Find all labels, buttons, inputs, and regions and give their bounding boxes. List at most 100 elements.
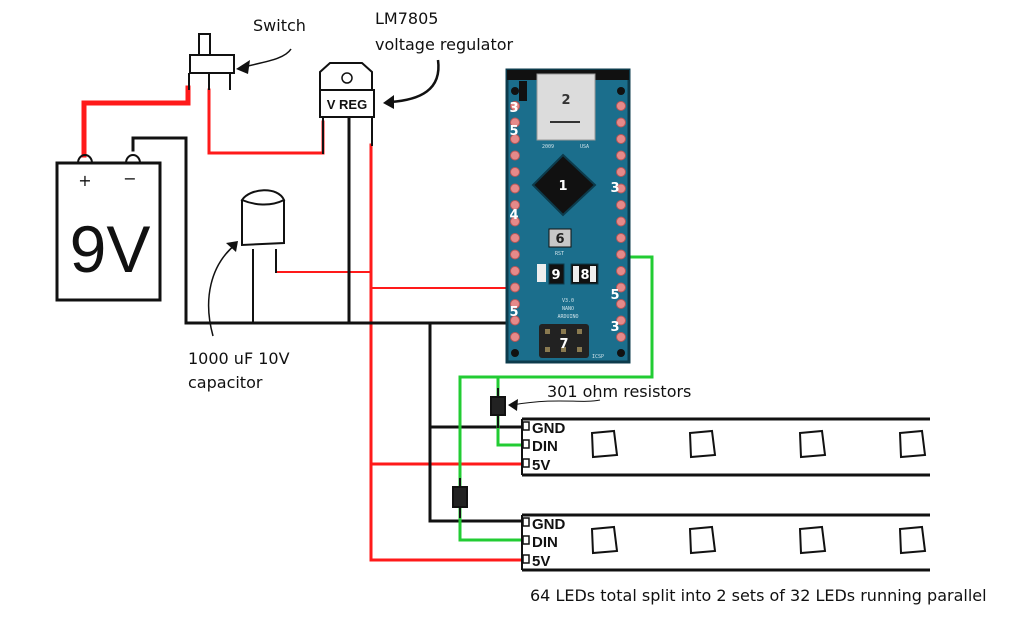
- header-pin: [616, 233, 626, 243]
- footer-label: 64 LEDs total split into 2 sets of 32 LE…: [530, 586, 987, 605]
- capacitor: 1000 uF 10V capacitor: [188, 189, 290, 392]
- regulator-label-2: voltage regulator: [375, 35, 514, 54]
- led: [688, 429, 717, 459]
- strip-pin-label: GND: [532, 420, 566, 437]
- rst-label: RST: [555, 251, 564, 257]
- strip-pin-label: GND: [532, 516, 566, 533]
- header-pin: [616, 117, 626, 128]
- battery-minus-label: −: [123, 169, 136, 188]
- data-wire-strip2: [458, 255, 654, 542]
- header-pin: [510, 183, 520, 194]
- right-callout-5: 5: [610, 288, 619, 303]
- header-pin: [616, 315, 626, 326]
- header-pin: [616, 216, 626, 227]
- usb-text-left: 2009: [542, 144, 554, 150]
- icsp-callout: 7: [559, 337, 568, 352]
- switch: Switch: [188, 16, 306, 90]
- capacitor-arrow: [207, 243, 237, 337]
- icsp-label: ICSP: [592, 354, 604, 360]
- header-pin: [510, 282, 520, 293]
- arduino-name-3: ARDUINO: [557, 314, 578, 320]
- led: [798, 525, 827, 555]
- strip-pad: [522, 517, 530, 527]
- strip-pad: [522, 554, 530, 564]
- strip-pin-label: 5V: [532, 457, 550, 474]
- led: [688, 525, 717, 555]
- reset-button: [548, 228, 572, 248]
- left-callout-4: 4: [509, 208, 518, 223]
- switch-lever: [198, 33, 211, 57]
- header-pin: [510, 134, 520, 144]
- resistor-2: [452, 478, 468, 518]
- strip-pad: [522, 458, 530, 468]
- usb-text-right: USA: [580, 144, 589, 150]
- header-pin: [510, 249, 520, 260]
- regulator-body-label: V REG: [327, 97, 367, 112]
- battery-ground-wire: [131, 136, 514, 325]
- leds-callout: 8: [580, 268, 589, 283]
- header-pin: [510, 200, 520, 210]
- header-pin: [616, 167, 626, 177]
- ground-to-strip2-wire: [428, 321, 524, 523]
- strip-pad: [522, 421, 530, 431]
- left-callout-5a: 5: [509, 124, 518, 139]
- usb-connector: [536, 73, 596, 141]
- resistor-label: 301 ohm resistors: [547, 382, 691, 401]
- strip-pin-label: DIN: [532, 438, 558, 455]
- battery-negative-terminal: [125, 154, 141, 164]
- header-pin: [510, 315, 520, 326]
- reset-callout: 6: [555, 232, 564, 247]
- header-pin: [510, 167, 520, 177]
- positive-wires: [81, 85, 524, 562]
- arduino-name-1: V3.0: [562, 298, 574, 304]
- header-pin: [616, 150, 626, 161]
- resistor-1: [490, 388, 506, 428]
- strip-pad: [522, 535, 530, 545]
- header-pin: [510, 233, 520, 243]
- header-pin: [510, 117, 520, 128]
- header-pin: [616, 183, 626, 194]
- arduino-nano: 2 2009 USA 1 6 RST 9 8 V3.0 NANO ARDUINO…: [505, 68, 631, 364]
- header-pin: [510, 266, 520, 276]
- right-callout-3a: 3: [610, 181, 619, 196]
- voltage-regulator: V REG LM7805 voltage regulator: [319, 9, 514, 118]
- arduino-name-2: NANO: [562, 306, 574, 312]
- battery-9v: + − 9V: [55, 154, 162, 302]
- battery-to-switch-wire: [81, 85, 191, 158]
- ground-wires: [131, 115, 524, 523]
- switch-label: Switch: [253, 16, 306, 35]
- header-pin: [616, 249, 626, 260]
- header-pin: [616, 282, 626, 293]
- regulator-arrow: [389, 59, 440, 104]
- capacitor-label-2: capacitor: [188, 373, 263, 392]
- left-callout-3: 3: [509, 101, 518, 116]
- left-callout-5b: 5: [509, 305, 518, 320]
- microcontroller-chip: [531, 153, 597, 217]
- usb-callout: 2: [561, 93, 570, 108]
- led: [590, 429, 619, 459]
- header-pin: [616, 299, 626, 309]
- switch-body: [189, 54, 235, 74]
- switch-to-regulator-wire: [207, 88, 325, 155]
- capacitor-label-1: 1000 uF 10V: [188, 349, 290, 368]
- header-pin: [510, 101, 520, 111]
- led: [590, 525, 619, 555]
- right-callout-3b: 3: [610, 320, 619, 335]
- regulator-out-to-strip2-wire: [369, 143, 524, 562]
- header-pin: [616, 332, 626, 342]
- header-pin: [510, 216, 520, 227]
- led: [798, 429, 827, 459]
- icsp-header: [539, 324, 589, 358]
- strip-pad: [522, 439, 530, 449]
- regulator-label-1: LM7805: [375, 9, 438, 28]
- header-pin: [510, 332, 520, 342]
- header-pin: [510, 299, 520, 309]
- switch-arrowhead: [236, 60, 250, 74]
- strip-pin-label: 5V: [532, 553, 550, 570]
- strip-pin-label: DIN: [532, 534, 558, 551]
- led: [898, 429, 927, 459]
